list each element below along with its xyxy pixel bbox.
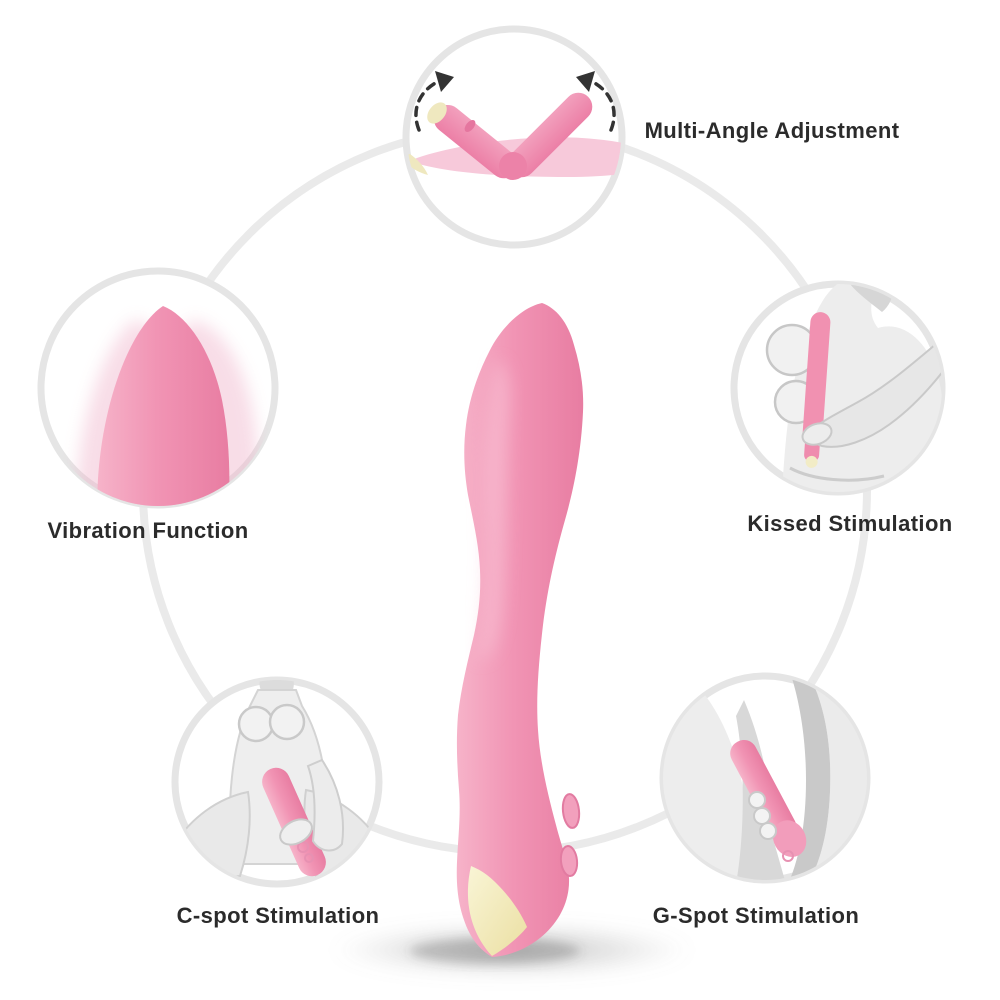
product-highlight bbox=[478, 360, 511, 660]
feature-label-vibration: Vibration Function bbox=[47, 518, 249, 543]
feature-circle-multi-angle bbox=[402, 25, 626, 249]
feature-circle-kissed bbox=[730, 280, 946, 496]
device-in-hand bbox=[730, 739, 807, 862]
feature-circle-c-spot bbox=[171, 676, 383, 888]
product-button-top bbox=[561, 793, 581, 829]
feature-circle-vibration bbox=[37, 267, 279, 509]
thighs-figure-illustration bbox=[663, 676, 867, 880]
feature-circle-g-spot bbox=[659, 672, 871, 884]
rotation-arrow-left-icon bbox=[414, 71, 454, 132]
product-button-bottom bbox=[559, 845, 579, 877]
product-image bbox=[456, 303, 584, 957]
feature-label-kissed: Kissed Stimulation bbox=[747, 511, 953, 536]
feature-label-g-spot: G-Spot Stimulation bbox=[652, 903, 860, 928]
rotation-arrow-right-icon bbox=[576, 71, 616, 132]
product-base-tip bbox=[467, 866, 527, 956]
feature-label-c-spot: C-spot Stimulation bbox=[176, 903, 380, 928]
bent-device-illustration bbox=[407, 92, 621, 180]
vibrating-tip-illustration bbox=[76, 306, 259, 506]
feature-label-multi-angle: Multi-Angle Adjustment bbox=[644, 118, 900, 143]
chest-figure-illustration bbox=[765, 284, 942, 492]
